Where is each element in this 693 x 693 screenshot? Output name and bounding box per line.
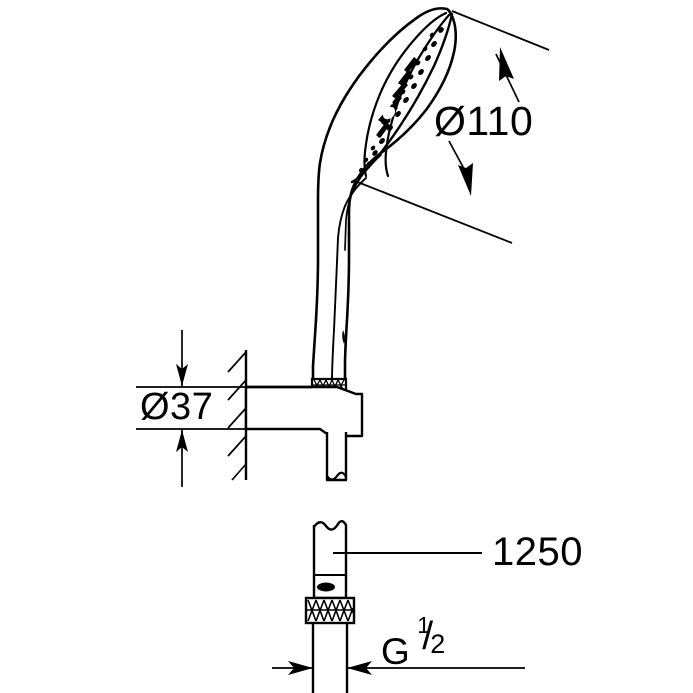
dimension-d110: [354, 10, 550, 244]
d110-ext-lower: [354, 180, 513, 244]
bracket-outlet-stem: [325, 432, 348, 482]
stem-break-symbol: [325, 471, 348, 481]
wall-hatching: [227, 351, 247, 481]
handle-highlight-right: [344, 154, 382, 251]
dimension-d37: [136, 330, 246, 487]
handle-detail-mark: [342, 330, 345, 344]
wall-bracket-assembly: [227, 350, 364, 482]
d110-arrow-upper: [499, 47, 514, 81]
dimension-thread: [272, 640, 525, 693]
hose-nut: [304, 596, 356, 625]
thread-label-prefix: G: [381, 631, 411, 672]
spray-nozzle-pattern: [358, 27, 444, 173]
d37-arrow-top: [176, 364, 188, 386]
d37-arrow-bottom: [176, 430, 188, 452]
head-inner-contour: [363, 11, 448, 178]
shower-head-outline: [311, 7, 458, 384]
thread-arrow-right: [347, 661, 372, 675]
thread-slash: /: [422, 615, 434, 658]
d110-ext-upper: [451, 10, 550, 51]
hose-detail-oval: [317, 582, 335, 592]
thread-arrow-left: [288, 661, 313, 675]
thread-fraction: 1/2: [410, 614, 446, 664]
dimension-label-hose-length: 1250: [492, 530, 583, 574]
dimension-label-head-diameter: Ø110: [434, 98, 534, 144]
d110-arrow-lower: [458, 163, 473, 196]
hose-break-symbol: [312, 520, 348, 531]
wall-bracket-body: [244, 385, 364, 438]
handle-highlight-left: [331, 177, 367, 381]
thread-denominator: 2: [430, 629, 446, 659]
dimension-label-bracket-diameter: Ø37: [140, 386, 214, 428]
thread-numerator: 1: [417, 612, 431, 638]
